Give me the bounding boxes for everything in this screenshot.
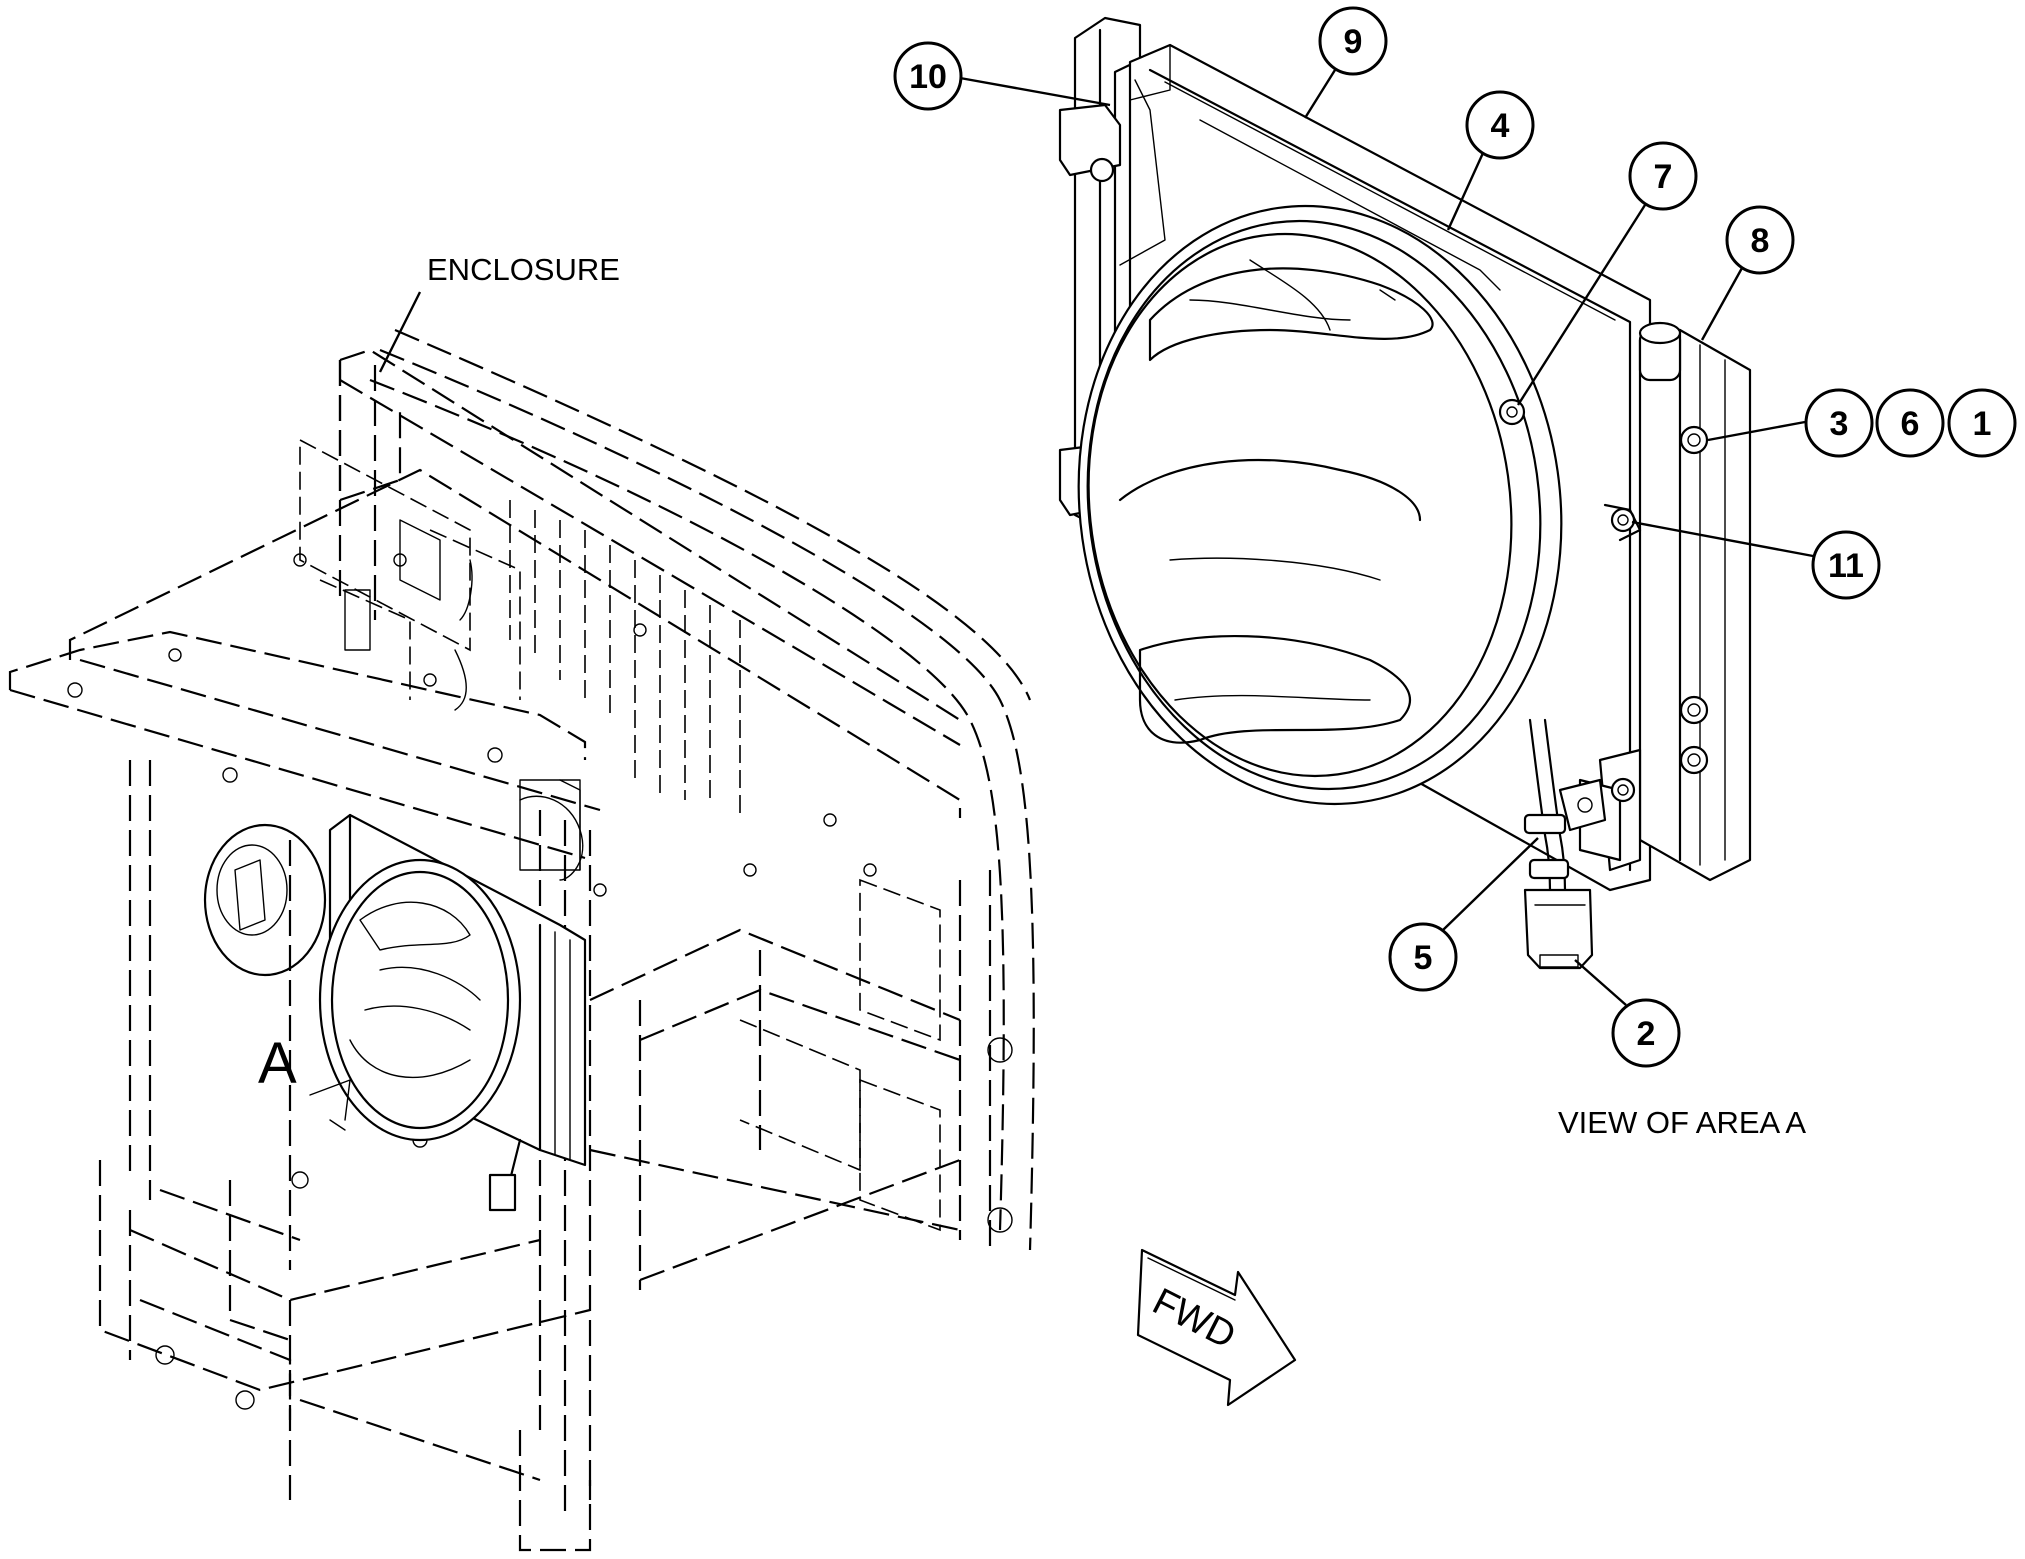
callout-8: 8 xyxy=(1751,222,1770,260)
callout-5: 5 xyxy=(1414,939,1433,977)
fwd-arrow: FWD xyxy=(1136,1248,1297,1407)
callout-9: 9 xyxy=(1344,23,1363,61)
callout-11: 11 xyxy=(1828,547,1864,585)
callout-7: 7 xyxy=(1654,158,1673,196)
callouts: 10 9 4 7 8 3 6 1 11 5 2 xyxy=(893,6,2017,1068)
enclosure-label-group: ENCLOSURE xyxy=(378,252,620,373)
small-fan-assembly xyxy=(309,813,587,1212)
enclosure-label: ENCLOSURE xyxy=(427,252,620,287)
callout-2: 2 xyxy=(1637,1015,1656,1053)
view-caption: VIEW OF AREA A xyxy=(1558,1105,1806,1140)
cover-plate xyxy=(203,823,327,977)
callout-1: 1 xyxy=(1973,405,1992,443)
enclosure-frame xyxy=(8,328,1035,1552)
callout-4: 4 xyxy=(1491,107,1510,145)
area-a-marker: A xyxy=(258,1031,297,1096)
callout-6: 6 xyxy=(1901,405,1920,443)
fan-assembly xyxy=(1058,16,1752,970)
callout-3: 3 xyxy=(1830,405,1849,443)
frame-hardware xyxy=(67,519,1013,1410)
callout-10: 10 xyxy=(909,58,947,96)
